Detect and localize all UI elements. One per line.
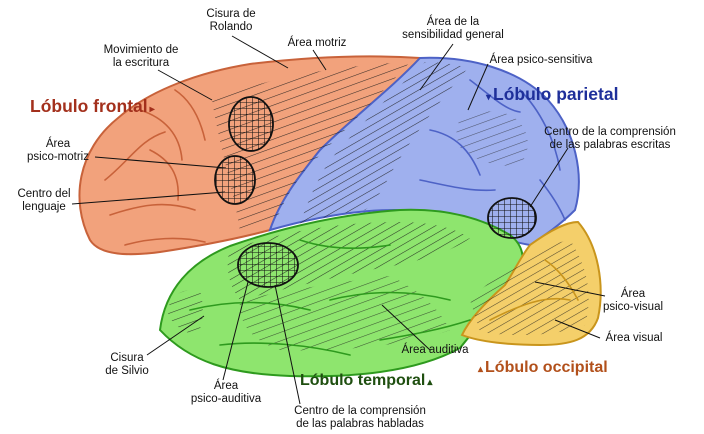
temporal-lobe-label: Lóbulo temporal▴ [300, 372, 434, 390]
frontal-lobe-text: Lóbulo frontal [30, 96, 148, 116]
written-words-center [488, 198, 536, 238]
speech-center [215, 156, 255, 204]
frontal-lobe-label: Lóbulo frontal▸ [30, 96, 157, 117]
centro-palabras-escritas-label: Centro de la comprensión de las palabras… [520, 126, 700, 152]
cisura-silvio-label: Cisura de Silvio [92, 352, 162, 378]
area-psico-motriz-label: Área psico-motriz [16, 138, 100, 164]
arrow-right-icon: ▸ [150, 104, 155, 115]
arrow-down-icon: ▾ [486, 92, 491, 103]
area-psico-visual-label: Área psico-visual [598, 288, 668, 314]
area-visual-label: Área visual [594, 332, 674, 345]
area-motriz-label: Área motriz [272, 37, 362, 50]
occipital-lobe-label: ▴Lóbulo occipital [476, 359, 608, 377]
temporal-lobe-text: Lóbulo temporal [300, 372, 425, 389]
area-psico-auditiva-label: Área psico-auditiva [176, 380, 276, 406]
area-auditiva-label: Área auditiva [380, 344, 490, 357]
centro-palabras-habladas-label: Centro de la comprensión de las palabras… [268, 405, 452, 431]
cisura-rolando-label: Cisura de Rolando [186, 8, 276, 34]
spoken-words-center [238, 243, 298, 287]
area-psico-sensitiva-label: Área psico-sensitiva [466, 54, 616, 67]
occipital-lobe-text: Lóbulo occipital [485, 359, 608, 376]
centro-lenguaje-label: Centro del lenguaje [4, 188, 84, 214]
arrow-up-icon: ▴ [478, 364, 483, 375]
parietal-lobe-label: ▾Lóbulo parietal [484, 84, 618, 105]
movimiento-escritura-label: Movimiento de la escritura [86, 44, 196, 70]
parietal-lobe-text: Lóbulo parietal [493, 84, 618, 104]
writing-movement-center [229, 97, 273, 151]
arrow-up-icon: ▴ [427, 377, 432, 388]
area-sensibilidad-label: Área de la sensibilidad general [378, 16, 528, 42]
